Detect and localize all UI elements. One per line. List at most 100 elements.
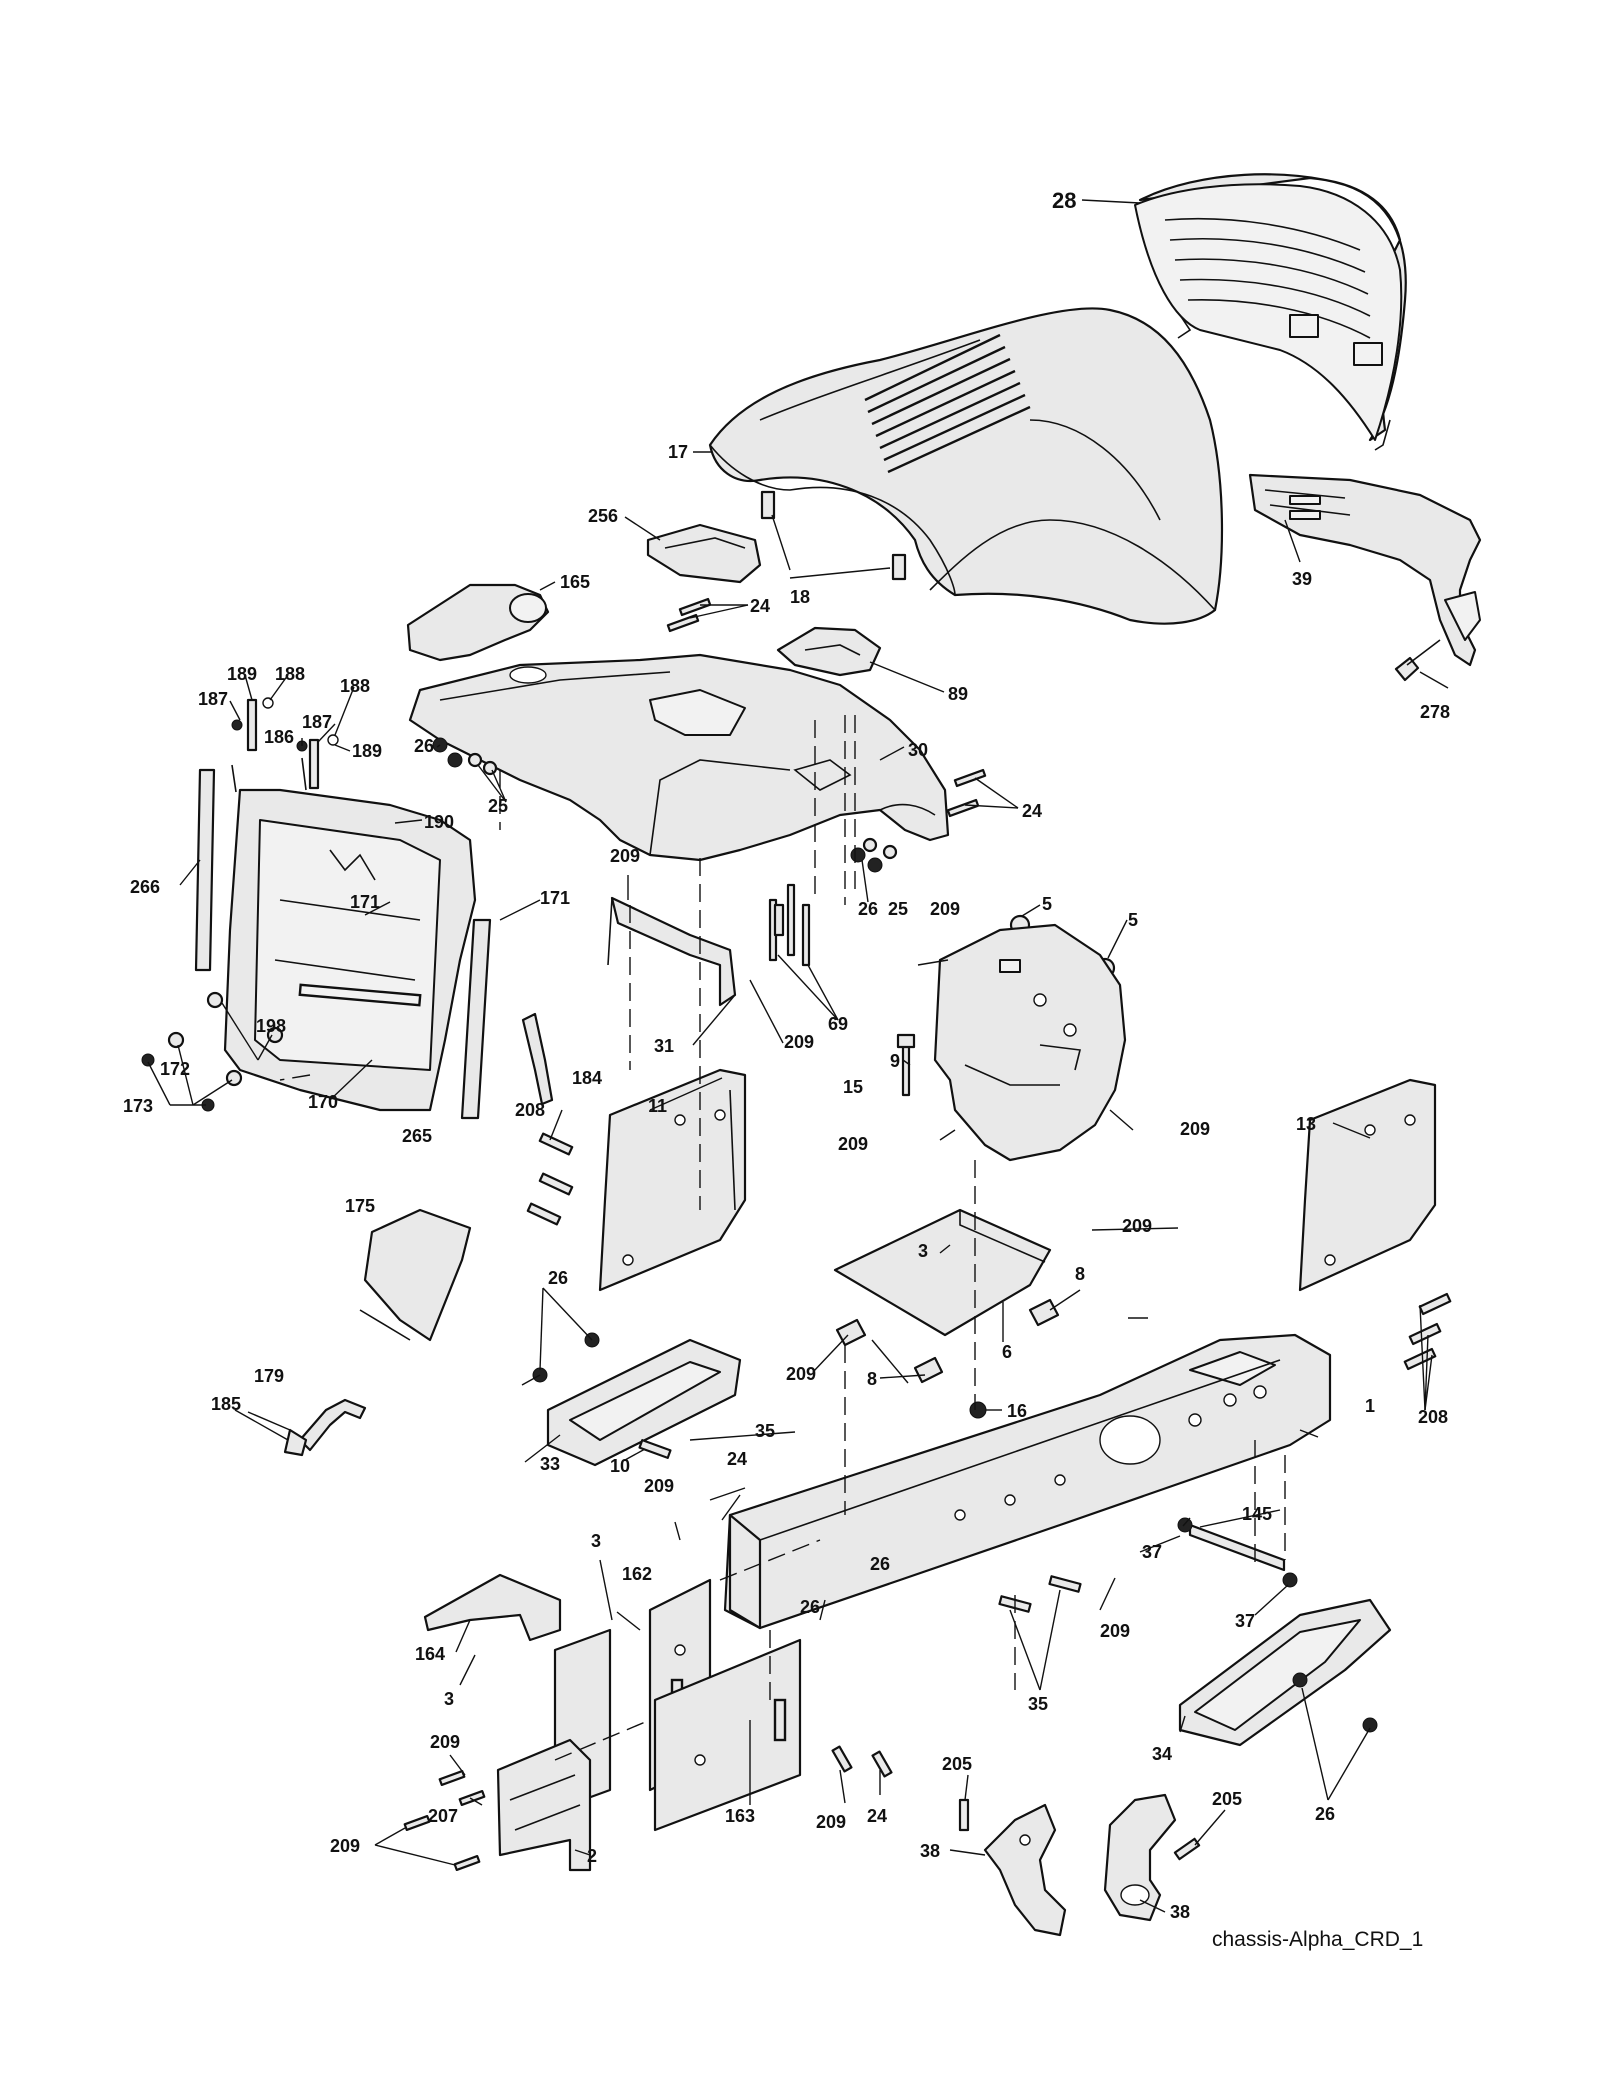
callout-5b: 5 [1128,910,1138,930]
part-side-panel-13 [1298,1078,1437,1292]
callout-185: 185 [211,1394,241,1414]
callout-2: 2 [587,1846,597,1866]
part-cover-175 [359,1208,472,1342]
callout-33: 33 [540,1454,560,1474]
part-bolt-10 [638,1439,672,1459]
diagram-caption: chassis-Alpha_CRD_1 [1212,1928,1424,1951]
callout-208b: 208 [1418,1407,1448,1427]
callout-37b: 37 [1235,1611,1255,1631]
callout-209l: 209 [330,1836,360,1856]
callout-69: 69 [828,1014,848,1034]
part-trim-266 [194,768,216,972]
part-side-panel-11 [598,1068,747,1292]
callout-256: 256 [588,506,618,526]
callout-205a: 205 [942,1754,972,1774]
callout-38a: 38 [920,1841,940,1861]
callout-34: 34 [1152,1744,1172,1764]
part-trim-265 [460,918,492,1120]
callout-28: 28 [1052,188,1076,213]
callout-1: 1 [1365,1396,1375,1416]
callout-26e: 26 [800,1597,820,1617]
callout-3a: 3 [918,1241,928,1261]
callout-278: 278 [1420,702,1450,722]
part-nut-16 [969,1401,987,1419]
callout-25b: 25 [888,899,908,919]
callout-30: 30 [908,740,928,760]
callout-26a: 26 [414,736,434,756]
part-footrest-33 [546,1338,742,1467]
part-bracket-38b [1103,1793,1177,1922]
callout-8b: 8 [867,1369,877,1389]
callout-209a: 209 [610,846,640,866]
part-footrest-34 [1178,1598,1392,1747]
callout-265: 265 [402,1126,432,1146]
callout-10: 10 [610,1456,630,1476]
part-support-2 [496,1628,612,1872]
part-hood-17 [708,307,1224,625]
callout-209g: 209 [786,1364,816,1384]
callout-24c: 24 [727,1449,747,1469]
callout-209c: 209 [784,1032,814,1052]
part-cover-256 [646,523,762,584]
callout-209b: 209 [930,899,960,919]
part-bolts-37 [1177,1517,1298,1588]
part-pedal-185 [283,1428,308,1457]
leader-lines [147,199,1449,1913]
callout-164: 164 [415,1644,445,1664]
callout-26f: 26 [1315,1804,1335,1824]
callout-6: 6 [1002,1342,1012,1362]
callout-15: 15 [843,1077,863,1097]
part-frame-1 [723,1333,1332,1630]
callout-37a: 37 [1142,1542,1162,1562]
part-bolts-front [403,1745,893,1872]
callout-187a: 187 [198,689,228,709]
callout-31: 31 [654,1036,674,1056]
part-dash-panel-170 [223,788,477,1112]
callout-24b: 24 [1022,801,1042,821]
callout-13: 13 [1296,1114,1316,1134]
callout-209e: 209 [838,1134,868,1154]
callout-184: 184 [572,1068,602,1088]
part-bracket-164 [423,1573,562,1642]
callout-209k: 209 [816,1812,846,1832]
callout-209j: 209 [430,1732,460,1752]
callout-24d: 24 [867,1806,887,1826]
part-shield-9 [933,923,1127,1162]
callout-179: 179 [254,1366,284,1386]
callout-205b: 205 [1212,1789,1242,1809]
callout-16: 16 [1007,1401,1027,1421]
callout-172: 172 [160,1059,190,1079]
callout-5a: 5 [1042,894,1052,914]
callout-171b: 171 [350,892,380,912]
callout-24a: 24 [750,596,770,616]
callout-26d: 26 [870,1554,890,1574]
callout-208a: 208 [515,1100,545,1120]
callout-209h: 209 [644,1476,674,1496]
callout-173: 173 [123,1096,153,1116]
callout-35b: 35 [1028,1694,1048,1714]
callout-162: 162 [622,1564,652,1584]
callout-89: 89 [948,684,968,704]
callout-207: 207 [428,1806,458,1826]
part-plate-163 [653,1638,802,1832]
part-dash-cover-165 [406,583,550,662]
callout-3b: 3 [591,1531,601,1551]
callout-170: 170 [308,1092,338,1112]
part-lever-179 [298,1398,367,1452]
part-fender-30 [408,653,950,862]
callout-175: 175 [345,1196,375,1216]
callout-11: 11 [648,1096,667,1116]
part-bracket-31 [607,896,737,1007]
callout-188b: 188 [340,676,370,696]
callout-39: 39 [1292,569,1312,589]
part-grille-28 [1134,173,1407,451]
part-bolts-69 [768,883,811,967]
callout-198: 198 [256,1016,286,1036]
callout-25a: 25 [488,796,508,816]
callout-8a: 8 [1075,1264,1085,1284]
callout-209i: 209 [1100,1621,1130,1641]
callout-266: 266 [130,877,160,897]
callout-165: 165 [560,572,590,592]
part-washers-172-198 [141,991,284,1112]
callout-38b: 38 [1170,1902,1190,1922]
